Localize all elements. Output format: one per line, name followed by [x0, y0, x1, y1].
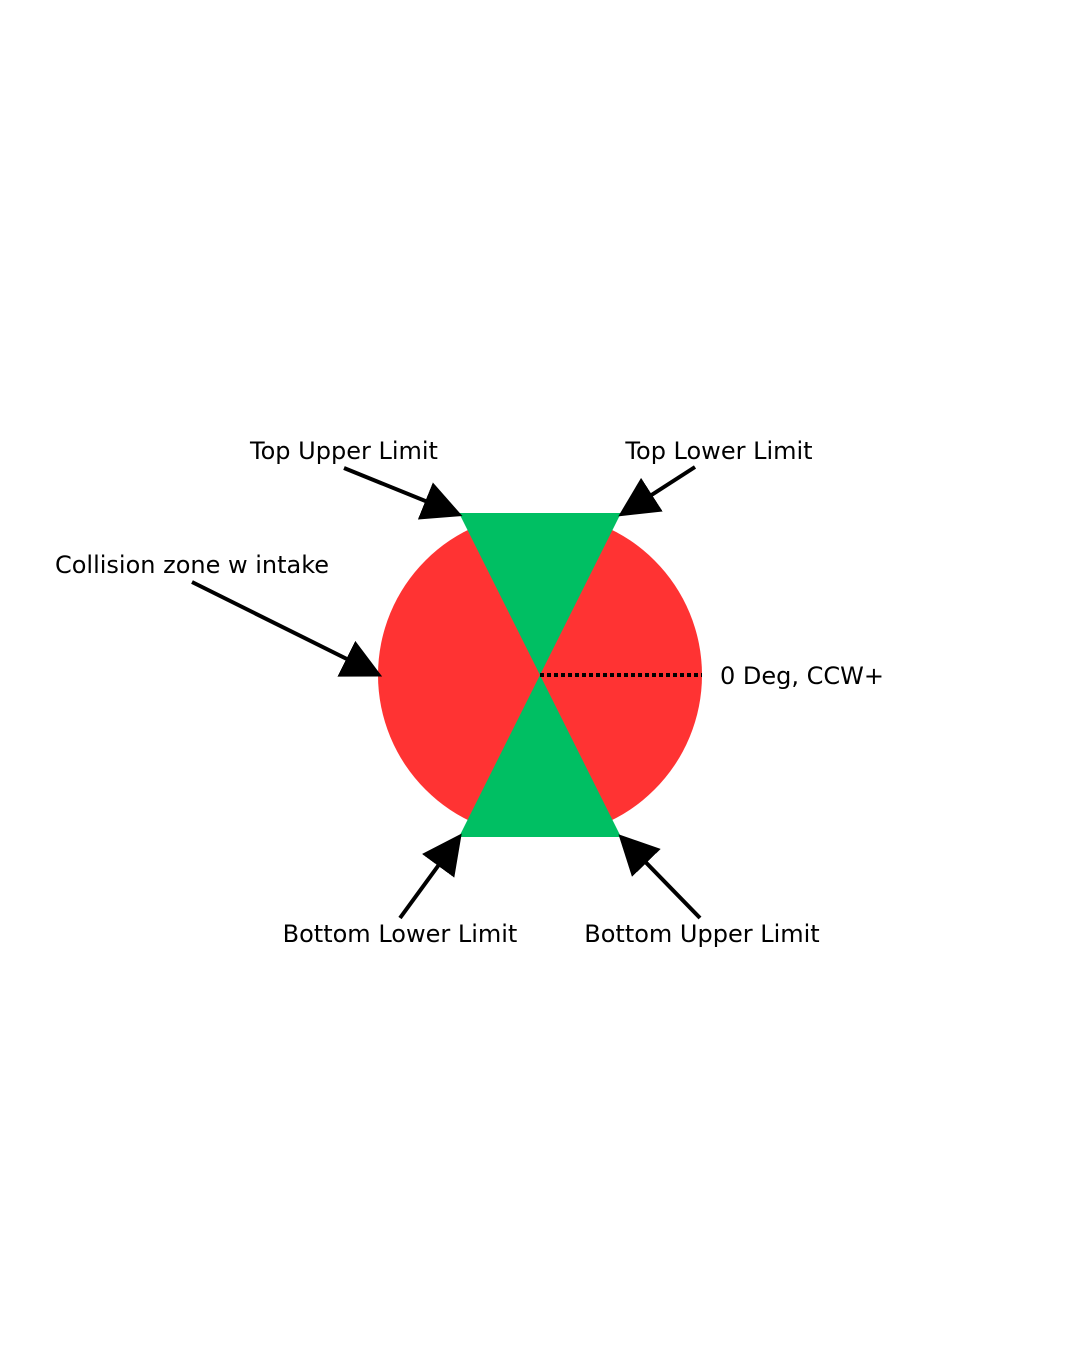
top-upper-limit-arrow: [343, 466, 463, 520]
top-lower-limit-arrow: [618, 465, 697, 517]
bottom-lower-limit-label: Bottom Lower Limit: [283, 920, 518, 948]
top-allowed-zone: [459, 513, 621, 675]
bottom-upper-limit-arrow: [618, 834, 702, 920]
zero-deg-label: 0 Deg, CCW+: [720, 662, 884, 690]
top-lower-limit-label: Top Lower Limit: [624, 437, 812, 465]
bottom-allowed-zone: [459, 675, 621, 837]
bottom-upper-limit-label: Bottom Upper Limit: [584, 920, 819, 948]
collision-zone-label: Collision zone w intake: [55, 551, 329, 579]
top-upper-limit-label: Top Upper Limit: [249, 437, 438, 465]
collision-zone-arrow: [191, 580, 383, 677]
bottom-lower-limit-arrow: [398, 833, 462, 920]
